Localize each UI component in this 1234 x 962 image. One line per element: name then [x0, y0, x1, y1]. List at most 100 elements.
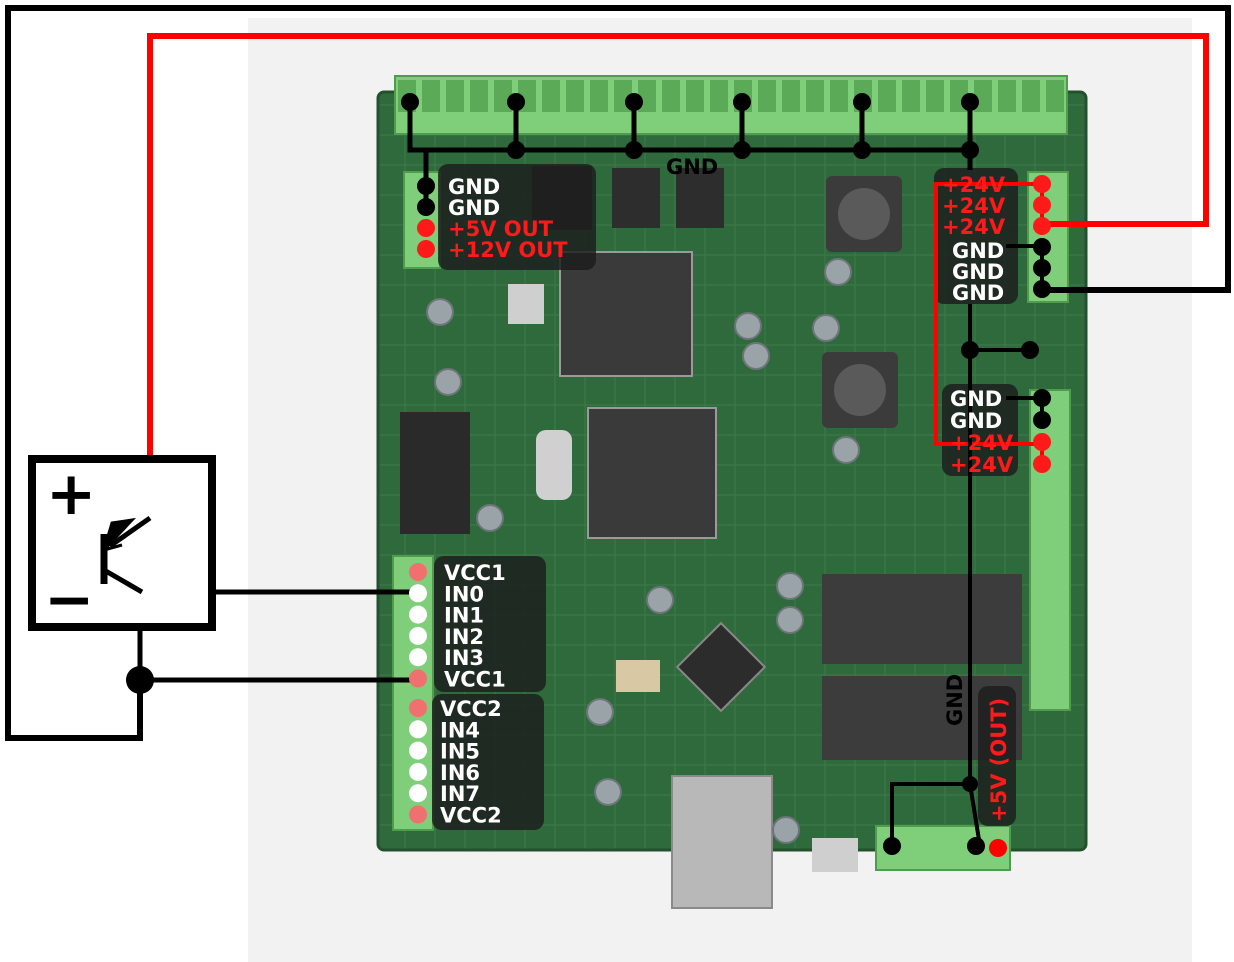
sensor-box	[28, 455, 216, 631]
mid-block-label: GND	[950, 409, 1002, 433]
gnd-bus-dot	[853, 141, 871, 159]
aux-terminal-dot	[417, 198, 435, 216]
gnd-bus-label: GND	[666, 155, 718, 179]
terminal-screw	[662, 80, 680, 112]
aux-terminal-dot	[417, 240, 435, 258]
input-terminal-dot	[409, 669, 427, 688]
sensor-symbol: + −	[28, 455, 216, 635]
input-2-label: IN7	[440, 782, 480, 806]
terminal-screw	[446, 80, 464, 112]
terminal-screw	[710, 80, 728, 112]
capacitor	[832, 436, 860, 464]
inputs-label-box-1	[434, 556, 546, 692]
input-terminal-dot	[409, 605, 427, 624]
header-connector	[400, 412, 470, 534]
capacitor	[772, 816, 800, 844]
power-block-label: GND	[952, 260, 1004, 284]
aux-terminal-dot	[417, 177, 435, 195]
capacitor	[742, 342, 770, 370]
mid-block-label: +24V	[950, 453, 1014, 477]
power-label-box	[934, 168, 1018, 304]
capacitor	[812, 314, 840, 342]
terminal-screw	[902, 80, 920, 112]
mid-label-box	[942, 384, 1018, 476]
top-block-label: GND	[448, 196, 500, 220]
transistor-collector	[108, 515, 152, 549]
out-5v-dot	[989, 839, 1007, 857]
terminal-screw	[422, 80, 440, 112]
capacitor	[776, 572, 804, 600]
minus-symbol: −	[44, 565, 94, 635]
input-1-label: IN0	[444, 582, 484, 606]
terminal-screw	[566, 80, 584, 112]
input-terminal-dot	[409, 699, 427, 717]
gnd-bus	[407, 102, 973, 153]
terminal-screw	[878, 80, 896, 112]
power-terminal-dot	[1033, 238, 1051, 256]
input-terminal-dot	[409, 784, 427, 803]
mid-terminal-dot	[1033, 411, 1051, 429]
terminal-screw	[998, 80, 1016, 112]
terminal-screw	[926, 80, 944, 112]
terminal-screw	[470, 80, 488, 112]
power-terminal-dot	[1033, 280, 1051, 298]
input-terminal-dot	[409, 762, 427, 781]
gnd-bus-dot	[961, 93, 979, 111]
mid-block-label: GND	[950, 387, 1002, 411]
terminal-screw	[1022, 80, 1040, 112]
logic-chip-2	[676, 168, 724, 228]
input-1-label: IN1	[444, 604, 484, 628]
input-2-label: IN4	[440, 718, 480, 742]
input-2-label: IN5	[440, 740, 480, 764]
capacitor	[776, 606, 804, 634]
power-terminal-dot	[1033, 175, 1051, 193]
input-2-label: VCC2	[440, 804, 502, 828]
input-2-label: IN6	[440, 761, 480, 785]
gnd-bus-dot	[961, 141, 979, 159]
capacitor	[426, 298, 454, 326]
input-1-label: VCC1	[444, 668, 506, 692]
terminal-screw	[590, 80, 608, 112]
gnd-bus-dot	[507, 93, 525, 111]
terminal-screw	[758, 80, 776, 112]
input-terminal-dot	[409, 648, 427, 667]
input-terminal-dot	[409, 563, 427, 581]
mid-terminal-dot	[1033, 455, 1051, 473]
terminal-screw	[542, 80, 560, 112]
top-block-label: GND	[448, 175, 500, 199]
internal-24v-link	[934, 182, 1042, 446]
capacitor	[646, 586, 674, 614]
inputs-label-box-2	[432, 694, 544, 830]
gnd-bus-dot	[853, 93, 871, 111]
ethernet-jack	[671, 775, 773, 909]
power-terminal-dot	[1033, 217, 1051, 235]
aux-terminal-dot	[417, 219, 435, 237]
logic-chip-1	[612, 168, 660, 228]
top-label-box	[438, 164, 596, 270]
crystal-3	[616, 660, 660, 692]
mcu-chip	[587, 407, 717, 539]
top-block-label: +12V OUT	[448, 238, 568, 262]
power-block-label: GND	[952, 239, 1004, 263]
input-terminal-dot	[409, 720, 427, 739]
gnd-vertical-wire	[890, 350, 982, 847]
gnd-bus-dot	[401, 93, 419, 111]
input-2-label: VCC2	[440, 697, 502, 721]
terminal-screw	[1046, 80, 1064, 112]
relay-1	[822, 574, 1022, 664]
input-terminal-dot	[409, 584, 427, 603]
ethernet-phy-chip	[675, 621, 767, 713]
sensor-junction	[126, 666, 154, 694]
terminal-screw	[782, 80, 800, 112]
capacitor	[594, 778, 622, 806]
power-terminal	[1027, 171, 1069, 303]
transistor-emitter	[102, 567, 144, 595]
sensor-gnd-wire	[5, 5, 1231, 741]
input-terminal-dot	[409, 626, 427, 645]
mid-terminal-dot	[1033, 389, 1051, 407]
power-block-label: GND	[952, 281, 1004, 305]
power-block-label: +24V	[942, 194, 1006, 218]
mid-terminal-dot	[1033, 433, 1051, 451]
power-terminal-dot	[1033, 196, 1051, 214]
gnd-bus-dot	[625, 93, 643, 111]
